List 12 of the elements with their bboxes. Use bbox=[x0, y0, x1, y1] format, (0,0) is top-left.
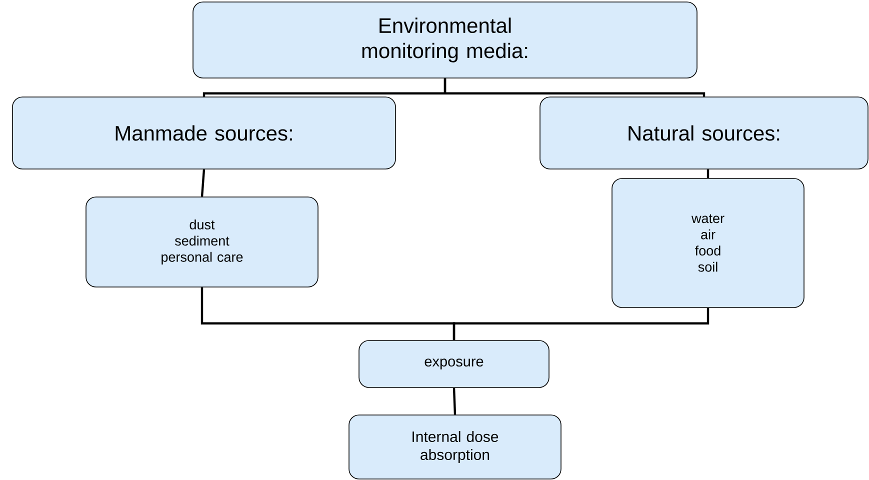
process-box: water air food soil bbox=[612, 178, 804, 308]
connector-line bbox=[200, 169, 206, 197]
process-box: Internal dose absorption bbox=[348, 414, 562, 480]
process-box: Manmade sources: bbox=[12, 96, 396, 170]
process-box: Natural sources: bbox=[540, 96, 868, 170]
connector-line bbox=[706, 169, 710, 178]
process-box: exposure bbox=[358, 340, 550, 388]
connector-line bbox=[452, 308, 710, 340]
connector-line bbox=[444, 78, 706, 97]
process-box: dust sediment personal care bbox=[86, 196, 318, 288]
process-box: Environmental monitoring media: bbox=[192, 2, 698, 78]
connector-line bbox=[452, 388, 456, 415]
